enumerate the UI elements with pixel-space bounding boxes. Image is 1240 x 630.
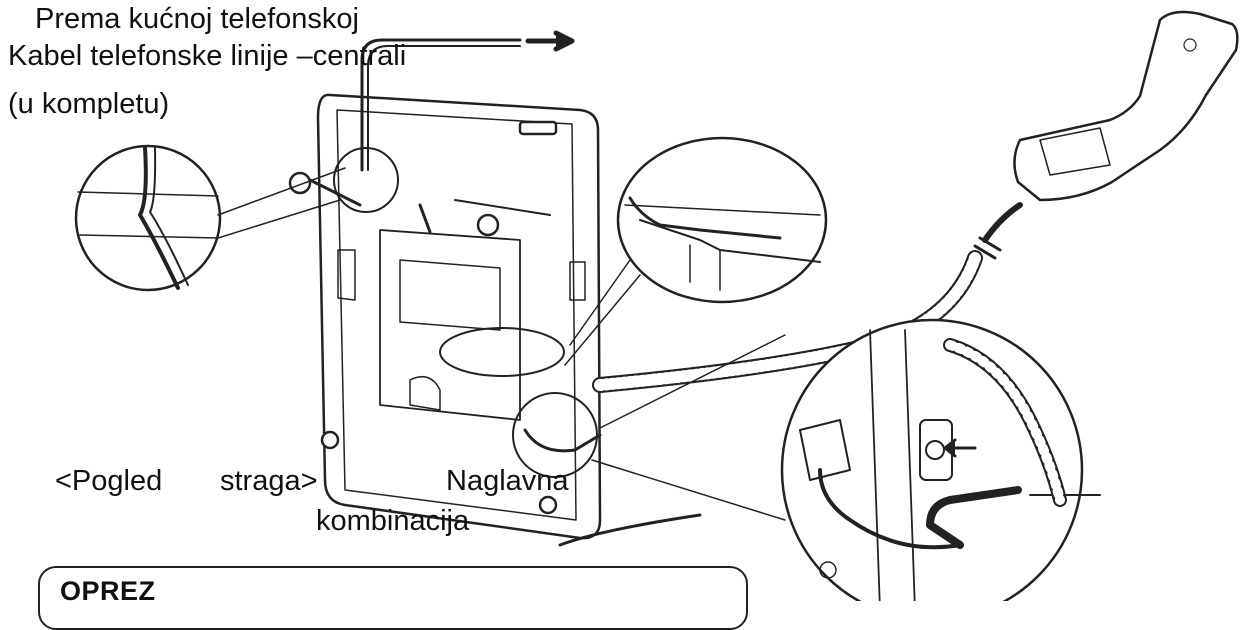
- label-rear-view-1: <Pogled: [55, 465, 163, 497]
- label-line-cable-2: Kabel telefonske linije –centrali: [8, 40, 407, 72]
- label-headset-2: kombinacija: [316, 505, 470, 537]
- zoom-circle-headset: [780, 318, 1101, 601]
- line-cable: [360, 38, 702, 547]
- handset: [1013, 10, 1239, 202]
- label-line-cable-1: Prema kućnoj telefonskoj: [35, 3, 359, 35]
- zoom-circle-right: [564, 136, 828, 366]
- zoom-spot-cord-channel: [439, 327, 565, 377]
- label-rear-view-2: straga>: [220, 465, 318, 497]
- zoom-spot-line-jack: [333, 147, 399, 213]
- label-line-cable-3: (u kompletu): [8, 88, 170, 120]
- zoom-circle-left: [74, 144, 346, 292]
- arrow-to-wall: [525, 30, 575, 52]
- phone-wiring-diagram: [74, 10, 1239, 601]
- zoom-spot-headset: [512, 334, 786, 521]
- phone-base-rear: [288, 93, 602, 540]
- label-headset-1: Naglavna: [446, 465, 569, 497]
- caution-title: OPREZ: [60, 576, 156, 606]
